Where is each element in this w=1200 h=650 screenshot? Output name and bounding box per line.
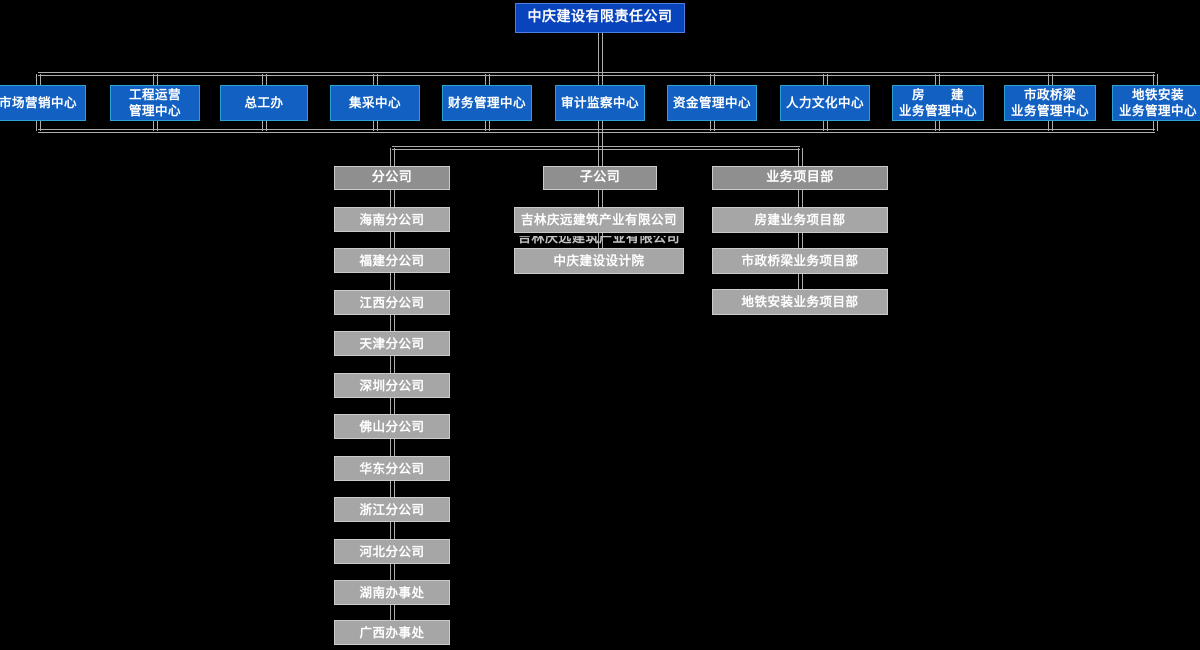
dept-node-engineering-ops-center[interactable]: 工程运营 管理中心: [110, 85, 200, 121]
root-company-node[interactable]: 中庆建设有限责任公司: [515, 3, 685, 33]
connector-line: [798, 274, 803, 289]
connector-line: [823, 74, 828, 85]
connector-line: [485, 121, 490, 131]
branch-item[interactable]: 湖南办事处: [334, 580, 450, 605]
project-item[interactable]: 房建业务项目部: [712, 207, 888, 233]
group-header-project[interactable]: 业务项目部: [712, 166, 888, 190]
branch-item[interactable]: 广西办事处: [334, 620, 450, 645]
connector-line: [598, 33, 603, 74]
connector-line: [823, 121, 828, 131]
connector-line: [1153, 74, 1158, 85]
connector-line: [390, 190, 395, 207]
dept-node-marketing-center[interactable]: 市场营销中心: [0, 85, 86, 121]
connector-line: [390, 439, 395, 456]
connector-line: [1153, 121, 1158, 131]
branch-item[interactable]: 深圳分公司: [334, 373, 450, 398]
connector-line: [598, 233, 603, 248]
connector-line: [798, 233, 803, 248]
branch-item[interactable]: 海南分公司: [334, 207, 450, 232]
connector-line: [485, 74, 490, 85]
subsidiary-item[interactable]: 吉林庆远建筑产业有限公司: [514, 207, 684, 233]
connector-line: [390, 148, 395, 166]
connector-line: [935, 74, 940, 85]
dept-node-capital-center[interactable]: 资金管理中心: [667, 85, 757, 121]
connector-line: [390, 232, 395, 248]
connector-line: [390, 564, 395, 580]
connector-line: [1048, 121, 1053, 131]
connector-line: [390, 398, 395, 414]
connector-line: [1048, 74, 1053, 85]
connector-line: [390, 481, 395, 497]
dept-node-audit-center[interactable]: 审计监察中心: [555, 85, 645, 121]
connector-line: [392, 146, 800, 150]
connector-line: [36, 74, 41, 85]
connector-line: [390, 356, 395, 373]
connector-line: [598, 74, 603, 85]
connector-line: [935, 121, 940, 131]
branch-item[interactable]: 浙江分公司: [334, 497, 450, 522]
dept-node-hr-culture-center[interactable]: 人力文化中心: [780, 85, 870, 121]
branch-item[interactable]: 华东分公司: [334, 456, 450, 481]
branch-item[interactable]: 福建分公司: [334, 248, 450, 273]
clipped-overlapped-label: 吉林庆远建筑产业有限公司: [517, 236, 680, 246]
connector-line: [798, 190, 803, 207]
connector-line: [153, 121, 158, 131]
connector-line: [390, 605, 395, 620]
connector-line: [262, 74, 267, 85]
branch-item[interactable]: 佛山分公司: [334, 414, 450, 439]
connector-line: [373, 121, 378, 131]
subsidiary-item[interactable]: 中庆建设设计院: [514, 248, 684, 274]
dept-node-building-biz-center[interactable]: 房 建 业务管理中心: [892, 85, 984, 121]
connector-line: [36, 121, 41, 131]
connector-line: [710, 74, 715, 85]
dept-node-metro-install-center[interactable]: 地铁安装 业务管理中心: [1112, 85, 1200, 121]
branch-item[interactable]: 天津分公司: [334, 331, 450, 356]
branch-item[interactable]: 河北分公司: [334, 539, 450, 564]
project-item[interactable]: 市政桥梁业务项目部: [712, 248, 888, 274]
connector-line: [598, 121, 603, 166]
connector-line: [710, 121, 715, 131]
dept-node-municipal-bridge-center[interactable]: 市政桥梁 业务管理中心: [1004, 85, 1096, 121]
connector-line: [38, 72, 1155, 76]
connector-line: [390, 315, 395, 331]
dept-node-chief-engineer-office[interactable]: 总工办: [220, 85, 308, 121]
group-header-branch[interactable]: 分公司: [334, 166, 450, 190]
connector-line: [153, 74, 158, 85]
connector-line: [390, 273, 395, 290]
project-item[interactable]: 地铁安装业务项目部: [712, 289, 888, 315]
connector-line: [798, 148, 803, 166]
branch-item[interactable]: 江西分公司: [334, 290, 450, 315]
connector-line: [262, 121, 267, 131]
group-header-subsidiary[interactable]: 子公司: [543, 166, 657, 190]
dept-node-procurement-center[interactable]: 集采中心: [330, 85, 420, 121]
connector-line: [38, 129, 1155, 133]
connector-line: [390, 522, 395, 539]
connector-line: [598, 190, 603, 207]
dept-node-finance-center[interactable]: 财务管理中心: [442, 85, 532, 121]
connector-line: [373, 74, 378, 85]
